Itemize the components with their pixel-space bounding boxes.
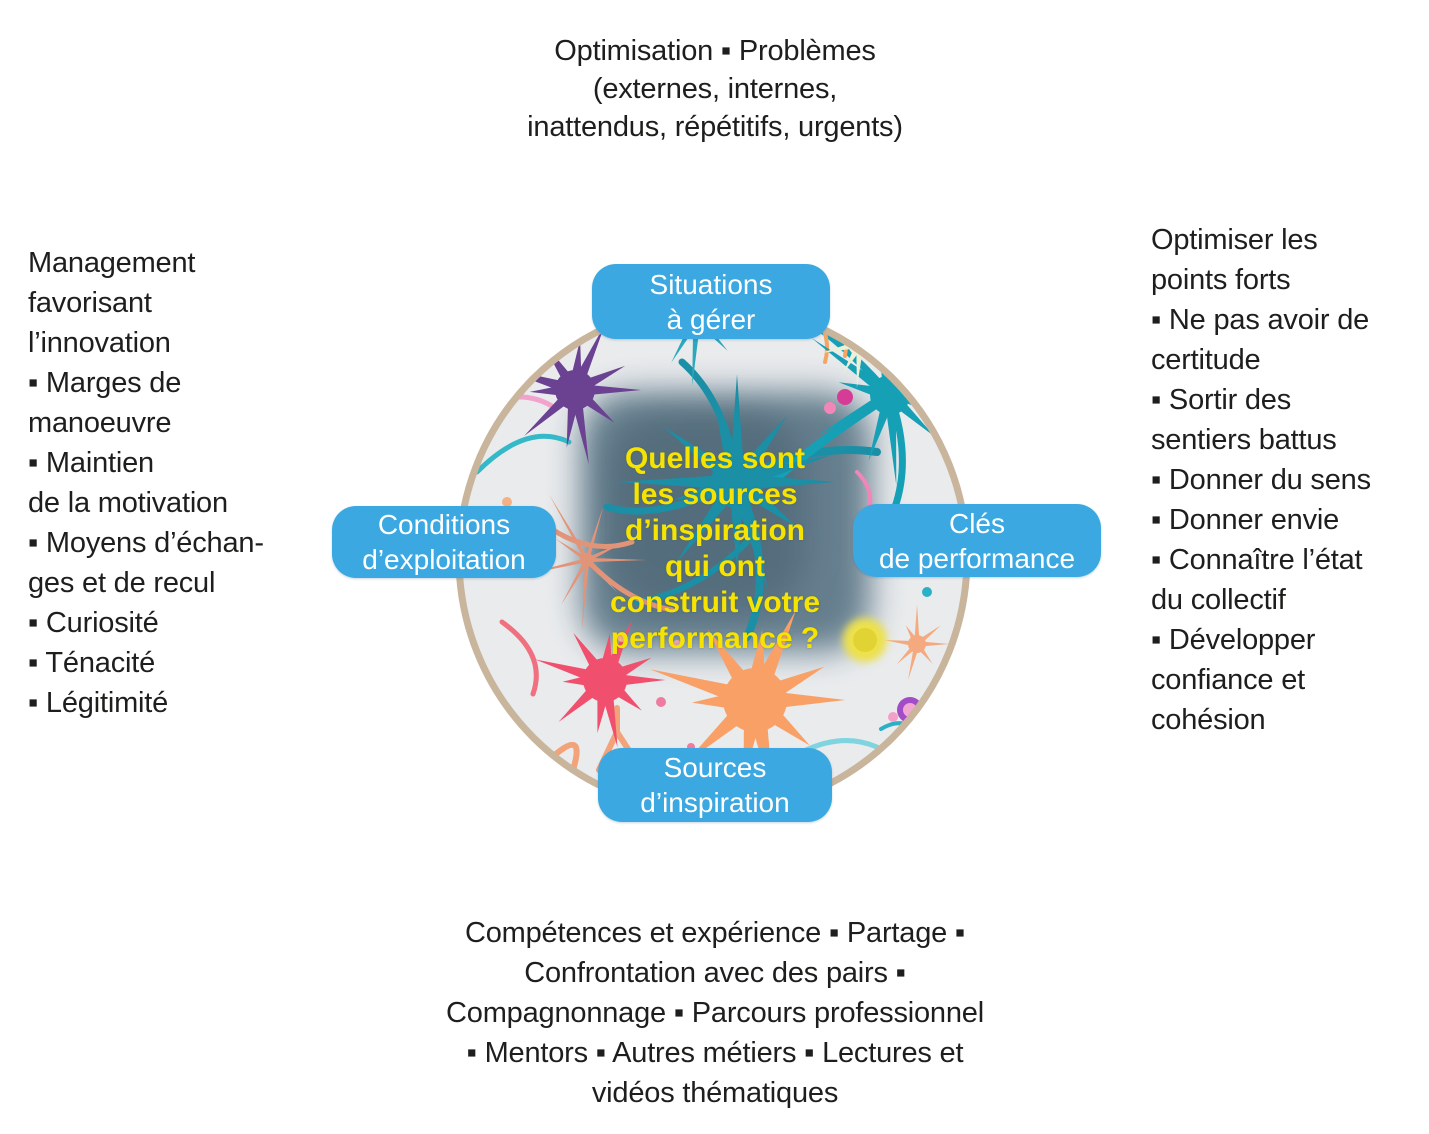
- annotation-cles-performance: Optimiser les points forts ▪ Ne pas avoi…: [1151, 224, 1371, 736]
- neural-circle-illustration: [455, 300, 971, 816]
- center-question: Quelles sont les sources d’inspiration q…: [609, 442, 821, 655]
- node-cles-label: Clés de performance: [878, 507, 1076, 574]
- node-cles-de-performance: Clés de performance: [853, 504, 1101, 577]
- node-sources-label: Sources d’inspiration: [640, 752, 790, 818]
- annotation-situations: Optimisation ▪ Problèmes (externes, inte…: [527, 35, 903, 143]
- neuron-artwork: [466, 304, 967, 801]
- node-situations-a-gerer: Situations à gérer: [592, 264, 830, 339]
- node-sources-inspiration: Sources d’inspiration: [598, 748, 832, 822]
- annotation-sources-inspiration: Compétences et expérience ▪ Partage ▪ Co…: [446, 917, 984, 1109]
- node-conditions-label: Conditions d’exploitation: [362, 509, 526, 575]
- node-conditions-exploitation: Conditions d’exploitation: [332, 506, 556, 578]
- annotation-conditions: Management favorisant l’innovation ▪ Mar…: [28, 247, 264, 719]
- node-situations-label: Situations à gérer: [649, 268, 773, 335]
